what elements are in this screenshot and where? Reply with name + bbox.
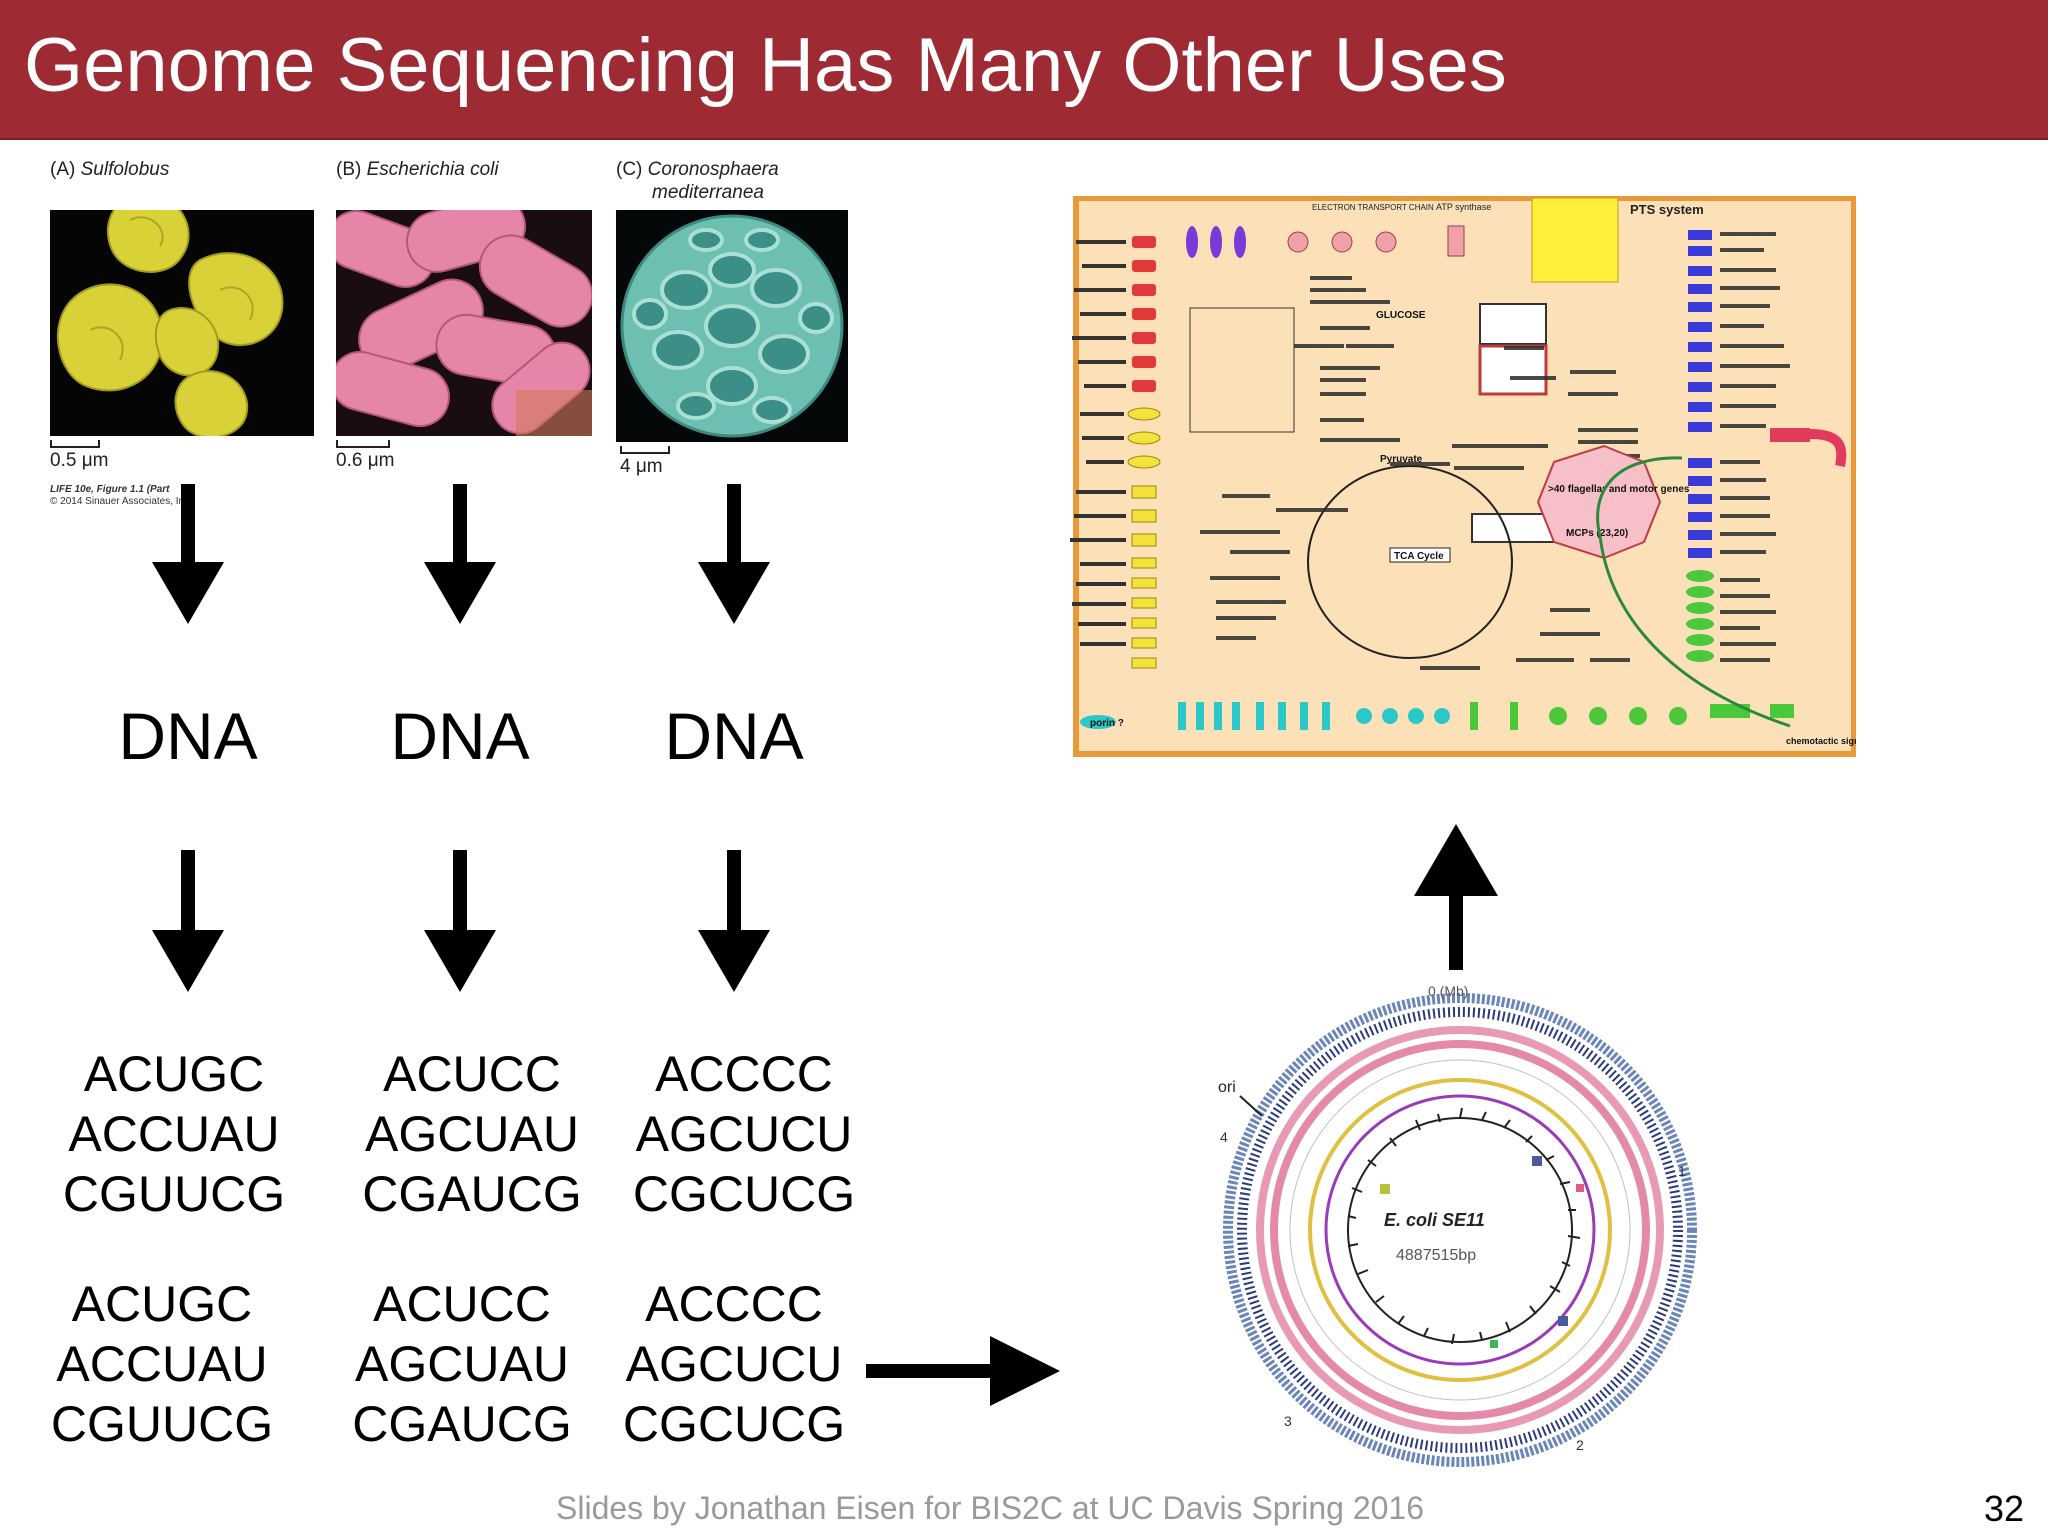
scale-a-label: 0.5 μm <box>50 450 109 471</box>
genome-tick: 1 <box>1678 1163 1686 1179</box>
caption-c-name: Coronosphaera <box>647 159 779 180</box>
down-arrow-icon <box>698 484 770 624</box>
title-bar: Genome Sequencing Has Many Other Uses <box>0 0 2048 140</box>
ecoli-micrograph <box>336 210 592 436</box>
sequence-block-a-lower: ACUGC ACCUAU CGUUCG <box>42 1274 282 1454</box>
genome-tick: 3 <box>1284 1413 1292 1429</box>
sequence-line: AGCUAU <box>365 1106 579 1162</box>
dna-label-c: DNA <box>664 699 804 773</box>
down-arrow-icon <box>152 850 224 992</box>
caption-c: (C) Coronosphaera mediterranea <box>616 158 779 204</box>
caption-a-name: Sulfolobus <box>80 159 170 180</box>
sulfolobus-micrograph <box>50 210 314 436</box>
genome-zero: 0 (Mb) <box>1428 983 1468 999</box>
sequence-line: ACCCC <box>655 1046 833 1102</box>
caption-b-letter: (B) <box>336 159 362 180</box>
genome-tick: 2 <box>1576 1437 1584 1453</box>
coronosphaera-micrograph <box>616 210 848 442</box>
sequence-line: ACUCC <box>383 1046 561 1102</box>
map-chemotactic: chemotactic signals <box>1786 736 1856 746</box>
down-arrow-icon <box>424 850 496 992</box>
up-arrow-icon <box>1414 824 1498 984</box>
sequence-line: ACUGC <box>71 1276 253 1332</box>
sequence-line: CGUUCG <box>50 1396 274 1452</box>
slide-title: Genome Sequencing Has Many Other Uses <box>24 23 1507 108</box>
slide-footer: Slides by Jonathan Eisen for BIS2C at UC… <box>556 1490 1425 1526</box>
down-arrow-icon <box>698 850 770 992</box>
metabolic-map-diagram: ELECTRON TRANSPORT CHAIN ATP synthase PT… <box>1070 196 1856 758</box>
sequence-line: AGCUCU <box>635 1106 853 1162</box>
page-number: 32 <box>1984 1488 2025 1529</box>
down-arrow-icon <box>152 484 224 624</box>
sequence-line: AGCUCU <box>625 1336 843 1392</box>
scale-c: 4 μm <box>620 446 670 478</box>
sequence-line: CGCUCG <box>622 1396 846 1452</box>
map-tca: TCA Cycle <box>1394 551 1444 562</box>
caption-b: (B) Escherichia coli <box>336 158 499 181</box>
caption-a-letter: (A) <box>50 159 76 180</box>
figure-credit-line1: LIFE 10e, Figure 1.1 (Part <box>50 484 170 495</box>
sequence-block-c-lower: ACCCC AGCUCU CGCUCG <box>614 1274 854 1454</box>
genome-tick: 4 <box>1220 1129 1228 1145</box>
sequence-block-a-upper: ACUGC ACCUAU CGUUCG <box>54 1044 294 1224</box>
dna-label-b: DNA <box>390 699 530 773</box>
caption-b-name: Escherichia coli <box>366 159 499 180</box>
caption-c-letter: (C) <box>616 159 643 180</box>
scale-b-label: 0.6 μm <box>336 450 395 471</box>
down-arrow-icon <box>424 484 496 624</box>
map-pts: PTS system <box>1630 202 1704 217</box>
sequence-block-b-upper: ACUCC AGCUAU CGAUCG <box>352 1044 592 1224</box>
sequence-line: CGAUCG <box>352 1396 572 1452</box>
sequence-line: ACUCC <box>373 1276 551 1332</box>
figure-credit: LIFE 10e, Figure 1.1 (Part © 2014 Sinaue… <box>50 484 192 508</box>
sequence-block-c-upper: ACCCC AGCUCU CGCUCG <box>624 1044 864 1224</box>
map-mcps: MCPs (23,20) <box>1566 528 1628 539</box>
sequence-line: ACCUAU <box>68 1106 280 1162</box>
genome-origin: ori <box>1218 1079 1236 1096</box>
right-arrow-icon <box>866 1336 1060 1406</box>
scale-b: 0.6 μm <box>336 440 394 472</box>
sequence-line: CGAUCG <box>362 1166 582 1222</box>
genome-size: 4887515bp <box>1396 1247 1476 1264</box>
map-flagellar: >40 flagellar and motor genes <box>1548 484 1690 495</box>
sequence-line: ACCUAU <box>56 1336 268 1392</box>
map-transport-chain: ELECTRON TRANSPORT CHAIN <box>1312 203 1434 212</box>
sequence-line: AGCUAU <box>355 1336 569 1392</box>
figure-credit-line2: © 2014 Sinauer Associates, Inc. <box>50 496 192 507</box>
sequence-line: ACUGC <box>83 1046 265 1102</box>
map-pyruvate: Pyruvate <box>1380 454 1423 465</box>
caption-a: (A) Sulfolobus <box>50 158 169 181</box>
map-atp: ATP synthase <box>1436 202 1491 212</box>
map-porin: porin ? <box>1090 718 1124 729</box>
caption-c-name2: mediterranea <box>652 182 764 203</box>
sequence-line: CGUUCG <box>62 1166 286 1222</box>
scale-a: 0.5 μm <box>50 440 108 472</box>
dna-label-a: DNA <box>118 699 258 773</box>
scale-c-label: 4 μm <box>620 456 663 477</box>
map-glucose: GLUCOSE <box>1376 310 1426 321</box>
sequence-line: CGCUCG <box>632 1166 856 1222</box>
sequence-block-b-lower: ACUCC AGCUAU CGAUCG <box>342 1274 582 1454</box>
sequence-line: ACCCC <box>645 1276 823 1332</box>
genome-label: E. coli SE11 <box>1384 1210 1485 1230</box>
circular-genome-map: E. coli SE11 4887515bp ori 0 (Mb) 1 2 3 … <box>1200 970 1720 1490</box>
